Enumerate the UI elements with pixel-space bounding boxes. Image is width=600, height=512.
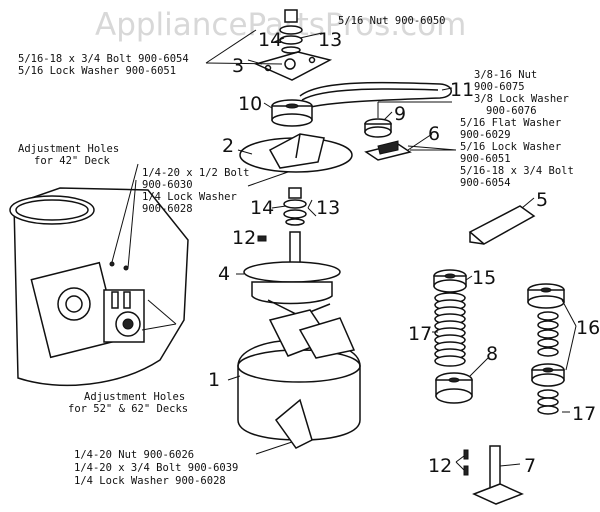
callout-6: 6 [428, 123, 440, 145]
callout-14-mid: 14 [250, 197, 274, 219]
callout-13-mid: 13 [316, 197, 340, 219]
callout-17-right: 17 [572, 403, 596, 425]
callout-7: 7 [524, 455, 536, 477]
callout-17-left: 17 [408, 323, 432, 345]
part-10-pulley [271, 99, 313, 127]
coil-ring [537, 405, 559, 415]
callout-11: 11 [450, 79, 474, 101]
label-lock-washer-5-16: 5/16 Lock Washer 900-6051 [18, 65, 176, 77]
label-adj-holes-42-line1: Adjustment Holes [18, 143, 119, 155]
label-adj-holes-42-line2: for 42" Deck [34, 155, 111, 167]
part-12-keys [463, 449, 469, 476]
callout-1: 1 [208, 369, 220, 391]
coil-ring [537, 389, 559, 399]
watermark-text: AppliancePartsPros.com [95, 7, 466, 43]
mid-bolt-stack [283, 187, 307, 226]
callout-12-mid: 12 [232, 227, 256, 249]
label-bolt-1-4-b: 1/4-20 x 3/4 Bolt 900-6039 [74, 462, 238, 474]
callout-12-bottom: 12 [428, 455, 452, 477]
part-1-blower [237, 309, 361, 449]
part-11-belt [299, 81, 452, 111]
part-16-pulley-bottom [531, 363, 565, 387]
label-bolt-1-4: 1/4-20 x 1/2 Bolt [142, 167, 249, 179]
callout-3: 3 [232, 55, 244, 77]
callout-5: 5 [536, 189, 548, 211]
part-3-bracket [253, 51, 333, 81]
part-12-key [257, 235, 267, 242]
label-bolt-5-16-r-pn: 900-6054 [460, 177, 511, 189]
label-flat-washer-5-16-pn: 900-6029 [460, 129, 511, 141]
part-16-washer-stack [537, 311, 559, 357]
part-7-shaft [472, 445, 524, 505]
callout-14-top: 14 [258, 29, 282, 51]
part-15-pulley [433, 269, 467, 293]
leader-lines [111, 29, 577, 471]
label-bolt-5-16-r: 5/16-18 x 3/4 Bolt [460, 165, 574, 177]
coil-ring [537, 311, 559, 321]
label-bolt-5-16: 5/16-18 x 3/4 Bolt 900-6054 [18, 53, 189, 65]
part-17-spring-right [537, 389, 559, 415]
part-labels: 5/16 Nut 900-6050 5/16-18 x 3/4 Bolt 900… [18, 15, 574, 487]
part-6-idler-bracket [364, 140, 412, 161]
callout-10: 10 [238, 93, 262, 115]
label-lock-washer-5-16-r-pn: 900-6051 [460, 153, 511, 165]
part-5-shield [468, 205, 536, 245]
label-lock-washer-3-8: 3/8 Lock Washer [474, 93, 569, 105]
label-nut-3-8-pn: 900-6075 [474, 81, 525, 93]
coil-ring [537, 320, 559, 330]
part-4-spindle [243, 231, 341, 317]
label-adj-holes-52-line2: for 52" & 62" Decks [68, 403, 188, 415]
label-nut-3-8: 3/8-16 Nut [474, 69, 537, 81]
label-adj-holes-52-line1: Adjustment Holes [84, 391, 185, 403]
coil-ring [537, 338, 559, 348]
label-nut-1-4: 1/4-20 Nut 900-6026 [74, 449, 194, 461]
callout-9: 9 [394, 103, 406, 125]
label-bolt-1-4-pn: 900-6030 [142, 179, 193, 191]
label-lock-washer-1-4: 1/4 Lock Washer [142, 191, 237, 203]
coil-ring [537, 397, 559, 407]
callout-numbers: 14 13 3 11 10 9 6 2 14 13 12 4 5 15 17 8… [208, 29, 600, 477]
coil-ring [434, 355, 466, 367]
callout-8: 8 [486, 343, 498, 365]
top-bolt-stack [279, 9, 303, 54]
label-top-nut: 5/16 Nut 900-6050 [338, 15, 445, 27]
callout-16: 16 [576, 317, 600, 339]
label-lock-washer-1-4-b: 1/4 Lock Washer 900-6028 [74, 475, 226, 487]
part-16-pulley-top [527, 283, 565, 309]
label-lock-washer-1-4-pn: 900-6028 [142, 203, 193, 215]
mower-deck-housing [9, 187, 189, 387]
callout-2: 2 [222, 135, 234, 157]
label-flat-washer-5-16: 5/16 Flat Washer [460, 117, 561, 129]
part-9-idler [364, 102, 392, 138]
part-8-pulley [435, 372, 473, 404]
coil-ring [537, 329, 559, 339]
callout-4: 4 [218, 263, 230, 285]
callout-13-top: 13 [318, 29, 342, 51]
coil-ring [537, 347, 559, 357]
label-lock-washer-3-8-pn: 900-6076 [486, 105, 537, 117]
callout-15: 15 [472, 267, 496, 289]
part-2-cover [239, 133, 353, 173]
part-17-spring-left [434, 292, 466, 367]
label-lock-washer-5-16-r: 5/16 Lock Washer [460, 141, 561, 153]
